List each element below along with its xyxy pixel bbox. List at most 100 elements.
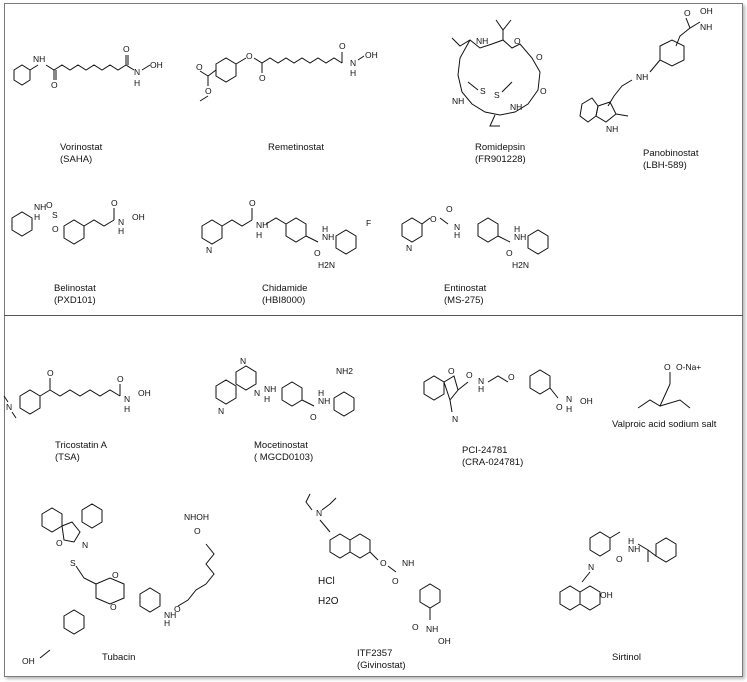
svg-text:O: O [339, 41, 346, 51]
svg-text:O: O [47, 368, 54, 378]
structure-vorinostat: NH O O N H OH [13, 44, 163, 90]
note-h2o: H2O [318, 596, 339, 607]
structure-itf2357: N O O NH NH OH O [305, 493, 451, 646]
svg-text:O: O [51, 80, 58, 90]
svg-text:H2N: H2N [512, 260, 529, 270]
svg-text:OH: OH [138, 388, 151, 398]
svg-text:O: O [205, 86, 212, 96]
svg-text:O: O [506, 248, 513, 258]
svg-text:S: S [70, 558, 76, 568]
svg-text:O: O [556, 402, 563, 412]
atom-label: NH [33, 54, 45, 64]
svg-text:N: N [124, 394, 130, 404]
svg-text:N: N [218, 406, 224, 416]
svg-text:O: O [246, 51, 253, 61]
svg-text:O: O [194, 526, 201, 536]
svg-text:O: O [446, 204, 453, 214]
svg-text:O: O [52, 224, 59, 234]
svg-text:NH: NH [264, 384, 276, 394]
svg-text:H: H [322, 224, 328, 234]
svg-text:O: O [448, 366, 455, 376]
svg-text:F: F [366, 218, 371, 228]
svg-text:O: O [123, 44, 130, 54]
structure-valproate: O O-Na+ [637, 362, 701, 409]
svg-text:O: O [174, 604, 181, 614]
label-panobinostat: Panobinostat(LBH-589) [643, 148, 699, 171]
svg-text:NH: NH [628, 544, 640, 554]
svg-text:H2N: H2N [318, 260, 335, 270]
svg-text:N: N [240, 356, 246, 366]
figure-frame [4, 3, 743, 677]
structure-belinostat: NH H S O O O N H OH [11, 198, 145, 245]
svg-text:N: N [316, 508, 322, 518]
label-valproate: Valproic acid sodium salt [612, 419, 717, 430]
svg-text:OH: OH [150, 60, 163, 70]
structure-remetinostat: O O O O O N H OH [196, 41, 378, 102]
structure-panobinostat: OH NH O NH NH [579, 6, 713, 134]
svg-text:NH: NH [318, 396, 330, 406]
svg-text:H: H [256, 230, 262, 240]
svg-text:O: O [56, 538, 63, 548]
svg-text:H: H [34, 212, 40, 222]
svg-text:NH: NH [510, 102, 522, 112]
structure-sirtinol: O NH H N OH [559, 531, 677, 611]
svg-text:H: H [164, 618, 170, 628]
structure-pci: O O N H O O N H OH N [423, 366, 593, 424]
svg-text:O: O [514, 36, 521, 46]
svg-text:O: O [111, 198, 118, 208]
svg-text:O: O [112, 570, 119, 580]
label-tricostatin: Tricostatin A(TSA) [55, 440, 107, 463]
svg-text:O: O [310, 412, 317, 422]
svg-text:NH: NH [402, 558, 414, 568]
svg-text:O: O [466, 370, 473, 380]
svg-text:NH: NH [514, 232, 526, 242]
svg-text:NH: NH [322, 232, 334, 242]
svg-text:NH: NH [256, 220, 268, 230]
svg-text:O: O [314, 248, 321, 258]
svg-text:O: O [684, 8, 691, 18]
structure-chidamide: N O NH H O NH H F H2N [201, 198, 371, 270]
svg-text:O: O [196, 62, 203, 72]
svg-text:N: N [82, 540, 88, 550]
svg-text:H: H [628, 536, 634, 546]
svg-text:O: O [430, 214, 437, 224]
svg-text:N: N [206, 245, 212, 255]
svg-text:OH: OH [600, 590, 613, 600]
svg-text:OH: OH [700, 6, 713, 16]
structure-entinostat: N O O N H O NH H H2N [401, 204, 549, 270]
svg-text:H: H [124, 404, 130, 414]
svg-text:H: H [350, 68, 356, 78]
svg-text:NH: NH [426, 624, 438, 634]
svg-text:O: O [380, 558, 387, 568]
label-vorinostat: Vorinostat(SAHA) [60, 142, 103, 165]
svg-text:O: O [508, 372, 515, 382]
svg-text:N: N [118, 217, 124, 227]
svg-text:S: S [494, 90, 500, 100]
svg-text:O: O [664, 362, 671, 372]
svg-text:N: N [588, 562, 594, 572]
svg-text:O: O [249, 198, 256, 208]
structure-romidepsin: NH O S S NH NH O O [451, 19, 547, 127]
svg-text:NH: NH [700, 22, 712, 32]
label-entinostat: Entinostat(MS-275) [444, 283, 487, 306]
svg-text:H: H [118, 226, 124, 236]
label-chidamide: Chidamide(HBI8000) [262, 283, 308, 306]
svg-text:N: N [6, 402, 12, 412]
svg-text:OH: OH [580, 396, 593, 406]
svg-text:H: H [264, 394, 270, 404]
label-sirtinol: Sirtinol [612, 652, 642, 663]
label-romidepsin: Romidepsin(FR901228) [475, 142, 526, 165]
svg-text:OH: OH [22, 656, 35, 666]
svg-text:O-Na+: O-Na+ [676, 362, 701, 372]
svg-text:O: O [392, 576, 399, 586]
svg-text:OH: OH [438, 636, 451, 646]
svg-text:O: O [110, 602, 117, 612]
svg-text:H: H [318, 388, 324, 398]
svg-text:OH: OH [365, 50, 378, 60]
structure-tubacin: O N S O O NH H OH NHOH O O [22, 503, 215, 666]
structure-mocetinostat: N N N NH H O NH H NH2 [215, 356, 355, 422]
svg-text:NH: NH [452, 96, 464, 106]
svg-text:O: O [46, 200, 53, 210]
label-pci: PCI-24781(CRA-024781) [462, 445, 524, 468]
